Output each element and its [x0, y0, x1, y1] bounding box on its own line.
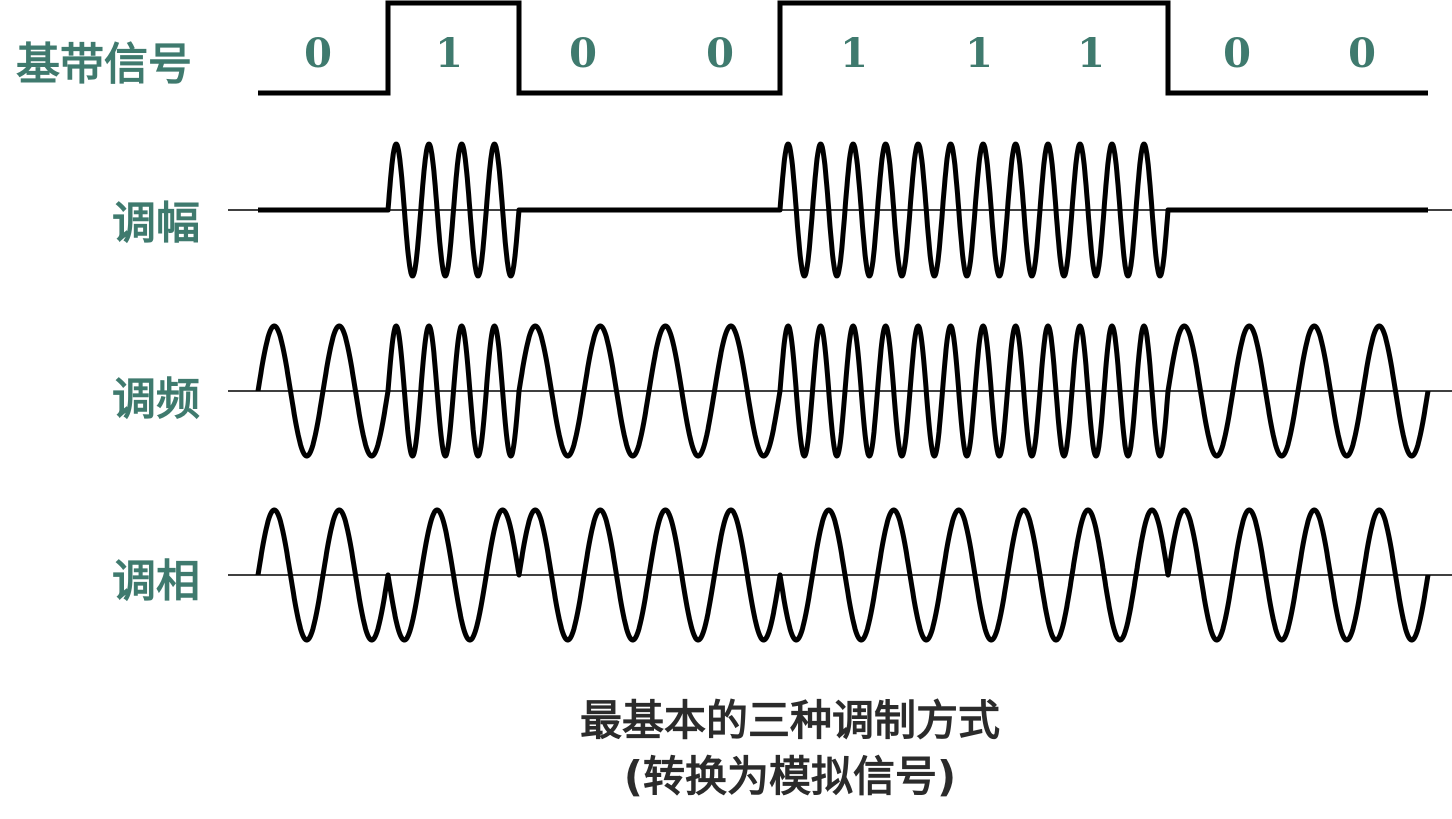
bit-label-7: 0 [1223, 30, 1251, 77]
bit-label-8: 0 [1348, 30, 1376, 77]
bit-label-0: 0 [304, 30, 332, 77]
am-waveform [258, 141, 1428, 279]
pm-waveform [255, 507, 1431, 643]
bit-label-5: 1 [965, 30, 993, 77]
fm-waveform [255, 323, 1431, 459]
baseband-waveform [258, 0, 1428, 96]
bit-label-6: 1 [1077, 30, 1105, 77]
bit-label-4: 1 [840, 30, 868, 77]
baseband-label: 基带信号 [16, 39, 192, 90]
pm-label: 调相 [112, 556, 200, 607]
bit-label-2: 0 [569, 30, 597, 77]
fm-label: 调频 [112, 374, 200, 425]
bit-label-1: 1 [435, 30, 463, 77]
caption-title: 最基本的三种调制方式 [579, 696, 1000, 745]
am-label: 调幅 [112, 198, 200, 249]
bit-label-3: 0 [706, 30, 734, 77]
caption-subtitle: (转换为模拟信号) [623, 752, 957, 801]
